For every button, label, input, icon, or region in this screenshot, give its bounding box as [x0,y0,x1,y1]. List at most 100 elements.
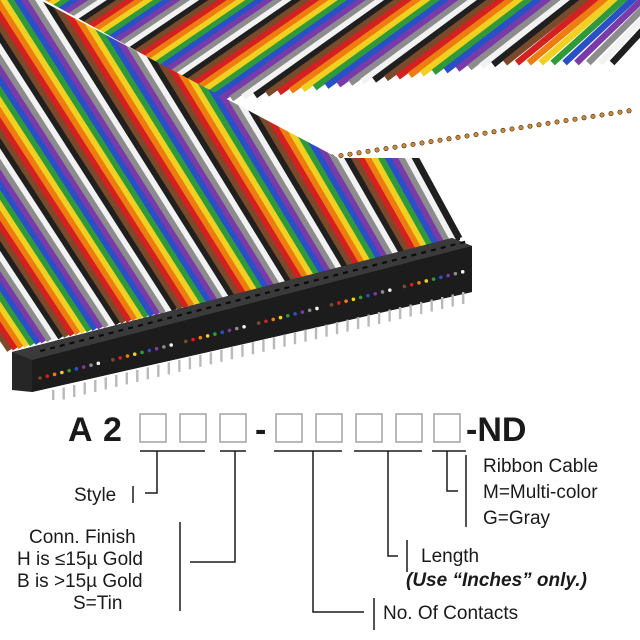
contact-dot [227,328,232,333]
contact-dot [140,350,144,355]
connector-pin [325,324,328,337]
wire-ends [329,108,632,160]
connector-slot [79,338,85,343]
wire [0,0,179,312]
wire [348,0,480,86]
wire-end [581,115,587,121]
contact-dot [147,348,152,353]
connector-slot [186,311,192,315]
connector-slot [381,260,388,265]
connector-slots [40,240,466,353]
contact-dot [96,361,101,366]
contact-dot [249,323,254,327]
contact-dot [417,281,421,285]
contact-dot [446,273,450,278]
wire [312,0,452,91]
wire [395,0,517,80]
wire-end [338,153,344,159]
connector-pin [230,347,234,360]
connector-slot [245,296,251,300]
contact-dot [132,352,137,357]
connector-pin [262,339,265,352]
wire [0,0,230,299]
wire [0,0,196,308]
connector-slot [166,316,173,320]
contact-dot [468,268,472,272]
contact-dot [169,343,173,347]
connector-pin [346,319,349,332]
cable-field-box [433,413,461,443]
wire [0,0,82,336]
connector-pin [335,322,339,335]
contact-dot [81,365,86,369]
connector-slot [401,255,407,260]
wire [229,0,388,102]
wire [0,0,201,306]
contact-dot [191,337,195,342]
wire [0,0,236,298]
wire [0,0,156,318]
contact-dot [366,293,370,298]
connector-slot [284,285,290,290]
wire-end [410,141,416,147]
contact-dot [300,310,305,314]
wire [0,0,76,337]
connector-pin [304,329,307,342]
connector-pin [104,377,107,390]
wire-end [491,129,497,135]
connector-pin [62,387,65,400]
wire [0,0,99,331]
wire [25,0,264,291]
contact-dot [183,339,188,344]
contact-dot [242,324,246,329]
wire [0,0,150,319]
contact-dot [234,326,239,331]
connector-pin [251,342,255,355]
contact-dot [125,354,130,358]
connector-pin [440,297,444,310]
connector-pin [94,379,97,392]
contact-dot [111,357,115,362]
contact-dot [52,372,57,377]
contact-dot [60,370,64,375]
contact-dot [198,335,203,340]
wire [85,0,304,281]
wire [0,0,161,316]
wire [384,0,507,82]
connector-pin [398,307,402,320]
wire [0,0,184,311]
ribbon-cable-option-m: M=Multi-color [483,482,598,503]
contact-dot [89,363,93,367]
style-callout [132,450,205,503]
wire [0,0,104,330]
wire [538,0,627,66]
wire-end [356,150,362,156]
wire [45,0,148,142]
wire [102,0,315,278]
ribbon-cable-photo [0,0,640,400]
wire-end [518,125,524,131]
wire-end [401,143,407,149]
contact-dot [103,359,108,364]
contact-dot [154,346,159,351]
wire [277,0,425,96]
length-field-box-3 [355,413,383,443]
wire [419,0,535,77]
connector-slot [313,278,319,282]
connector-slot [411,253,417,257]
style-label: Style [74,485,116,506]
connector-pin [188,357,192,370]
connector-slot [59,343,65,348]
connector-slot [254,293,261,297]
connector-pins [52,292,465,400]
contact-dot [38,376,42,380]
contact-dot [213,332,217,336]
conn-finish-title: Conn. Finish [29,527,136,548]
contact-dot [351,297,356,302]
contact-dot [256,321,261,325]
wire [193,0,360,106]
connector-pin [115,374,118,387]
wire [0,0,110,329]
part-prefix-digit: 2 [103,411,122,449]
connector-pin [178,359,181,372]
